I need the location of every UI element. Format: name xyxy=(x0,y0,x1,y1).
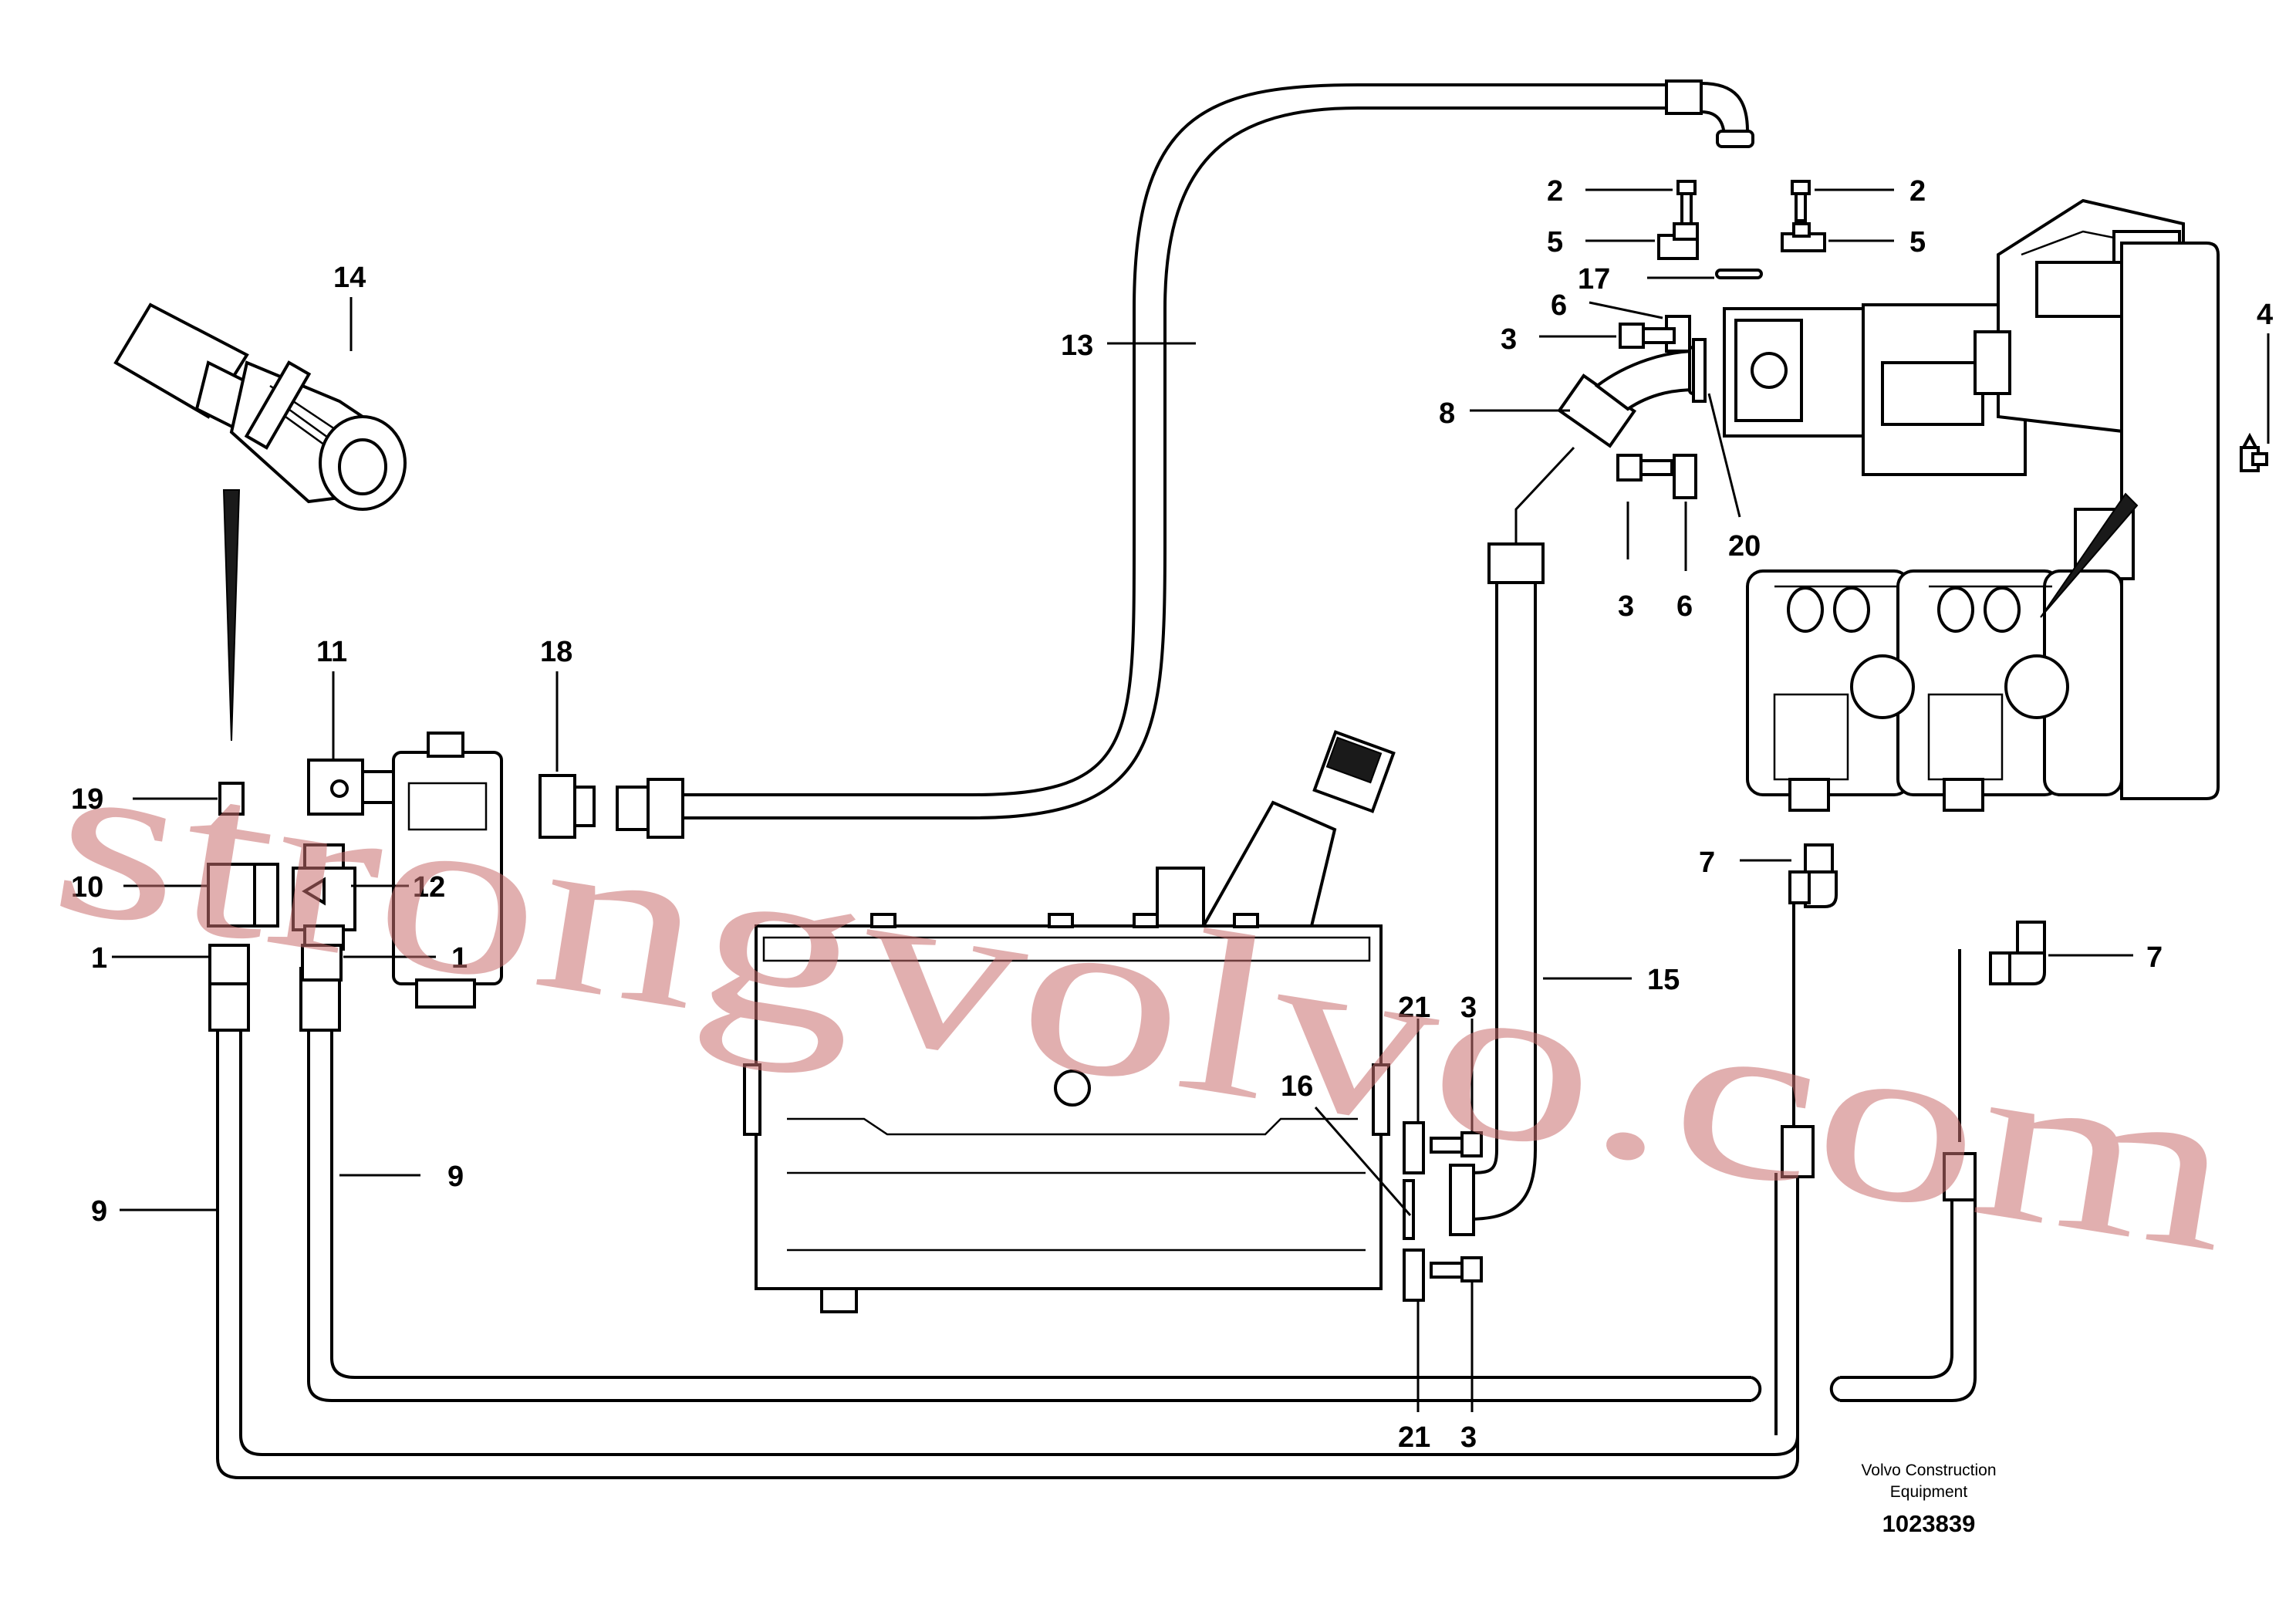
callout-19: 19 xyxy=(71,783,103,816)
callout-13: 13 xyxy=(1061,329,1093,362)
quick-coupler-14 xyxy=(113,302,407,742)
drawing-id: 1023839 xyxy=(1882,1510,1976,1537)
hose-13 xyxy=(679,79,1754,819)
brand-line-2: Equipment xyxy=(1890,1483,1968,1501)
callout-14: 14 xyxy=(333,262,366,294)
callout-17: 17 xyxy=(1578,263,1610,296)
clamp-6-mid xyxy=(1673,454,1697,499)
callout-5-right: 5 xyxy=(1909,226,1926,259)
control-valve-block xyxy=(1746,242,2220,812)
clamp-21-bottom xyxy=(1403,1249,1425,1302)
fitting-19 xyxy=(218,782,245,816)
elbow-8 xyxy=(1557,338,1707,448)
hose-7a-end xyxy=(1781,1125,1815,1178)
hose-15 xyxy=(1449,446,1575,1236)
callout-1-right: 1 xyxy=(451,942,468,975)
bolt-2-right xyxy=(1791,180,1811,222)
elbow-7a xyxy=(1788,843,1838,908)
fitting-11 xyxy=(307,759,395,816)
clamp-21-top xyxy=(1403,1121,1425,1174)
callout-8: 8 xyxy=(1439,397,1455,430)
callout-21-bottom: 21 xyxy=(1398,1421,1430,1454)
callout-2-left: 2 xyxy=(1547,175,1563,208)
bolt-3-mid xyxy=(1616,454,1673,482)
elbow-7b xyxy=(1989,921,2046,985)
clamp-5-right xyxy=(1781,222,1826,252)
oring-17 xyxy=(1715,269,1763,279)
callout-11: 11 xyxy=(316,636,347,668)
hydraulic-tank xyxy=(743,730,1396,1313)
hose-7b-end xyxy=(1943,1152,1977,1201)
callout-7-left: 7 xyxy=(1699,846,1715,879)
callout-5-left: 5 xyxy=(1547,226,1563,259)
callout-9-right: 9 xyxy=(447,1161,464,1193)
callout-10: 10 xyxy=(71,871,103,904)
callout-2-right: 2 xyxy=(1909,175,1926,208)
callout-4: 4 xyxy=(2257,299,2273,331)
nipple-1-left xyxy=(208,944,250,985)
callout-18: 18 xyxy=(540,636,572,668)
callout-3-tank-top: 3 xyxy=(1460,992,1477,1024)
callout-labels: 2 2 5 5 17 6 3 8 20 3 6 4 13 14 11 18 19… xyxy=(71,175,2273,1454)
fitting-18 xyxy=(539,774,684,839)
callout-15: 15 xyxy=(1647,964,1680,996)
hose-9-outer xyxy=(208,967,1799,1479)
clamp-5-left xyxy=(1657,222,1699,260)
callout-20: 20 xyxy=(1728,530,1761,563)
callout-3-top: 3 xyxy=(1501,323,1517,356)
brand-line-1: Volvo Construction xyxy=(1861,1461,1996,1479)
callout-6-top: 6 xyxy=(1551,289,1567,322)
hose-9-inner xyxy=(299,967,1977,1402)
callout-7-right: 7 xyxy=(2146,941,2163,974)
callout-9-left: 9 xyxy=(91,1195,107,1228)
nipple-1-right xyxy=(301,944,343,982)
callout-6-mid: 6 xyxy=(1676,590,1693,623)
bolt-2-left xyxy=(1676,180,1697,226)
filter-housing xyxy=(392,732,503,1009)
callout-1-left: 1 xyxy=(91,942,107,975)
breather-4 xyxy=(2240,432,2268,472)
callout-3-tank-bottom: 3 xyxy=(1460,1421,1477,1454)
footer-block: Volvo Construction Equipment 1023839 xyxy=(1861,1461,1996,1537)
fitting-10 xyxy=(207,863,279,928)
callout-16: 16 xyxy=(1281,1070,1313,1103)
bolt-3-tank-top xyxy=(1430,1131,1483,1157)
callout-21-top: 21 xyxy=(1398,992,1430,1024)
leader-lines xyxy=(112,188,2270,1412)
callout-3-mid: 3 xyxy=(1618,590,1634,623)
bolt-3-top xyxy=(1619,323,1676,349)
bolt-3-tank-bottom xyxy=(1430,1256,1483,1282)
callout-12: 12 xyxy=(413,871,445,904)
